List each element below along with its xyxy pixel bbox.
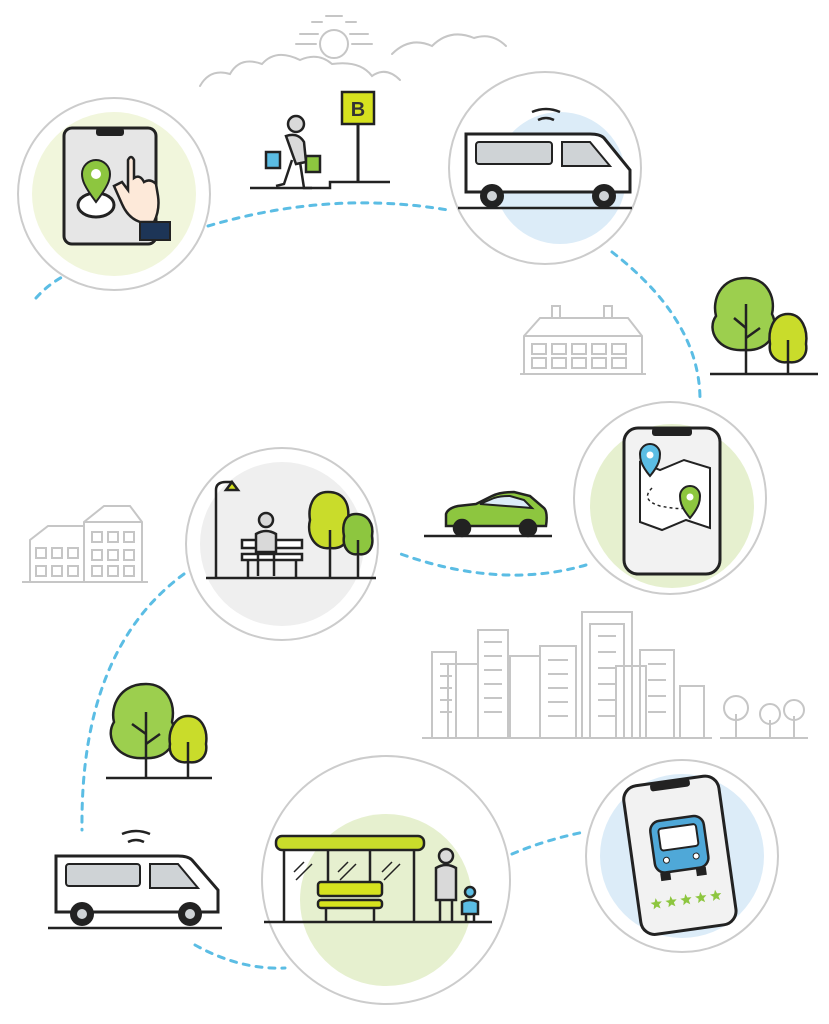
- sun-clouds-icon: [199, 15, 507, 87]
- city-skyline-icon: [422, 611, 808, 739]
- tablet-location-pin-icon: [62, 126, 171, 246]
- star-icon: [680, 893, 692, 906]
- star-icon: [665, 895, 677, 908]
- step-walk-to-stop: B: [250, 90, 390, 190]
- trees-left-icon: [106, 682, 212, 780]
- connected-van-icon: [48, 829, 222, 930]
- step-book-on-tablet: [17, 97, 211, 291]
- car-icon: [424, 490, 552, 538]
- step-trees: [710, 276, 818, 376]
- bus-stop-sign: [340, 90, 376, 126]
- phone-bus-rating-icon: [622, 774, 738, 936]
- step-wait-on-bench: [185, 447, 379, 641]
- journey-path: [34, 201, 702, 970]
- rating-stars: [650, 889, 722, 910]
- trees-icon: [710, 276, 818, 376]
- step-bus-shelter: [261, 755, 511, 1005]
- step-route-on-phone: [573, 401, 767, 595]
- star-icon: [650, 898, 662, 910]
- curb-line: [250, 180, 390, 190]
- star-icon: [709, 889, 722, 902]
- connected-van-icon: [458, 107, 632, 210]
- step-van-departs: [48, 829, 222, 930]
- houses-icon: [22, 505, 148, 583]
- step-rate-bus: [585, 759, 779, 953]
- walking-shopper-icon: [264, 114, 322, 190]
- step-van-arrives: [448, 71, 642, 265]
- person-on-bench-icon: [206, 479, 376, 580]
- star-icon: [695, 891, 707, 904]
- bus-shelter-icon: [264, 834, 492, 924]
- building-icon: [520, 305, 646, 375]
- bus-stop-sign-label: B: [351, 99, 365, 121]
- phone-route-map-icon: [622, 426, 722, 576]
